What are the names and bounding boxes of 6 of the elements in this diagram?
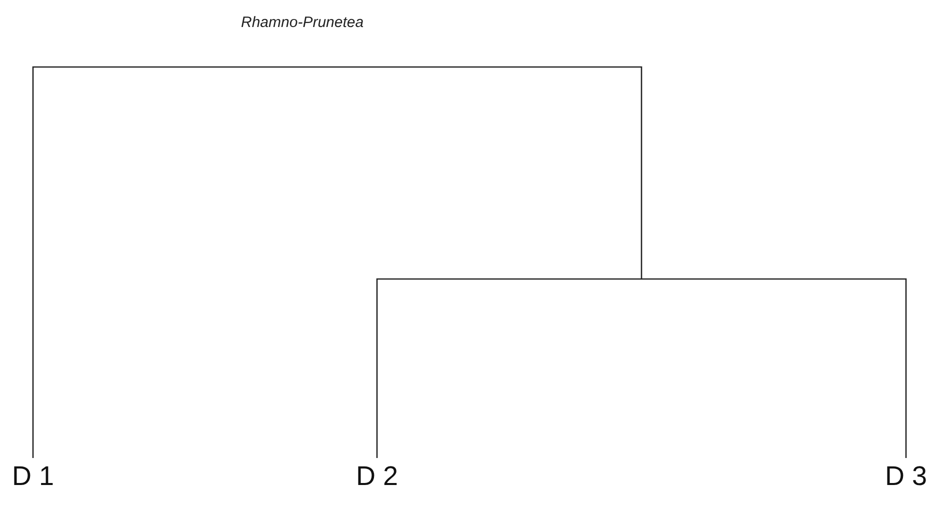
dendrogram-branch [376, 278, 907, 458]
leaf-label: D 3 [884, 463, 928, 490]
leaf-label: D 1 [12, 463, 54, 490]
dendrogram-branch [32, 66, 642, 458]
leaf-label: D 2 [356, 463, 398, 490]
cluster-title: Rhamno-Prunetea [241, 14, 364, 31]
